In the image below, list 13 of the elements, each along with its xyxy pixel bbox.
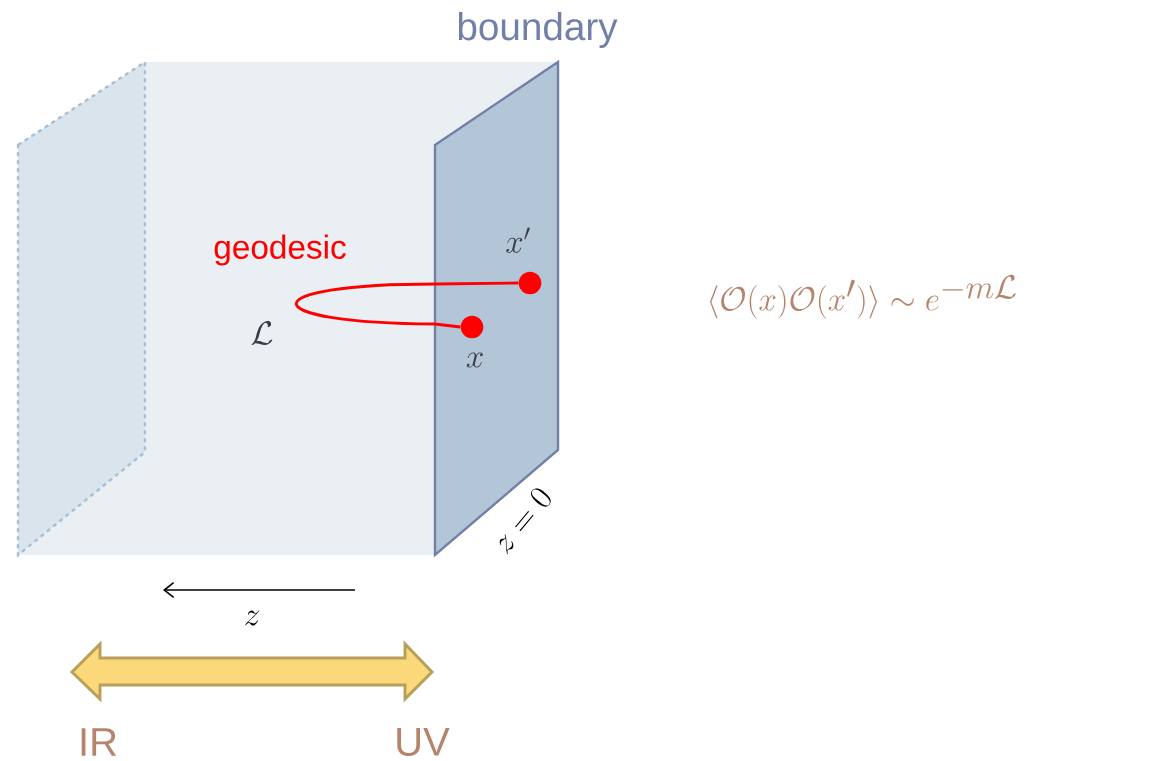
point-dot [518, 271, 542, 295]
geodesic-curve [295, 281, 519, 329]
point-label: $x'$ [506, 227, 530, 253]
point-dot [460, 315, 484, 339]
correlator-formula: $\langle \mathcal{O}(x)\mathcal{O}(x')\rangle \sim e^{-m\mathcal{L}}$ [710, 274, 1016, 319]
plane-label: $z=0$ [499, 488, 551, 555]
point-label: $x$ [466, 352, 483, 368]
plane-label: boundary [458, 12, 618, 49]
curve-label: $\mathcal{L}$ [251, 320, 273, 346]
axis-label: $z$ [245, 610, 259, 626]
scale-label: UV [397, 728, 450, 756]
scale-label: IR [81, 728, 117, 756]
edge-label: geodesic [214, 234, 346, 266]
